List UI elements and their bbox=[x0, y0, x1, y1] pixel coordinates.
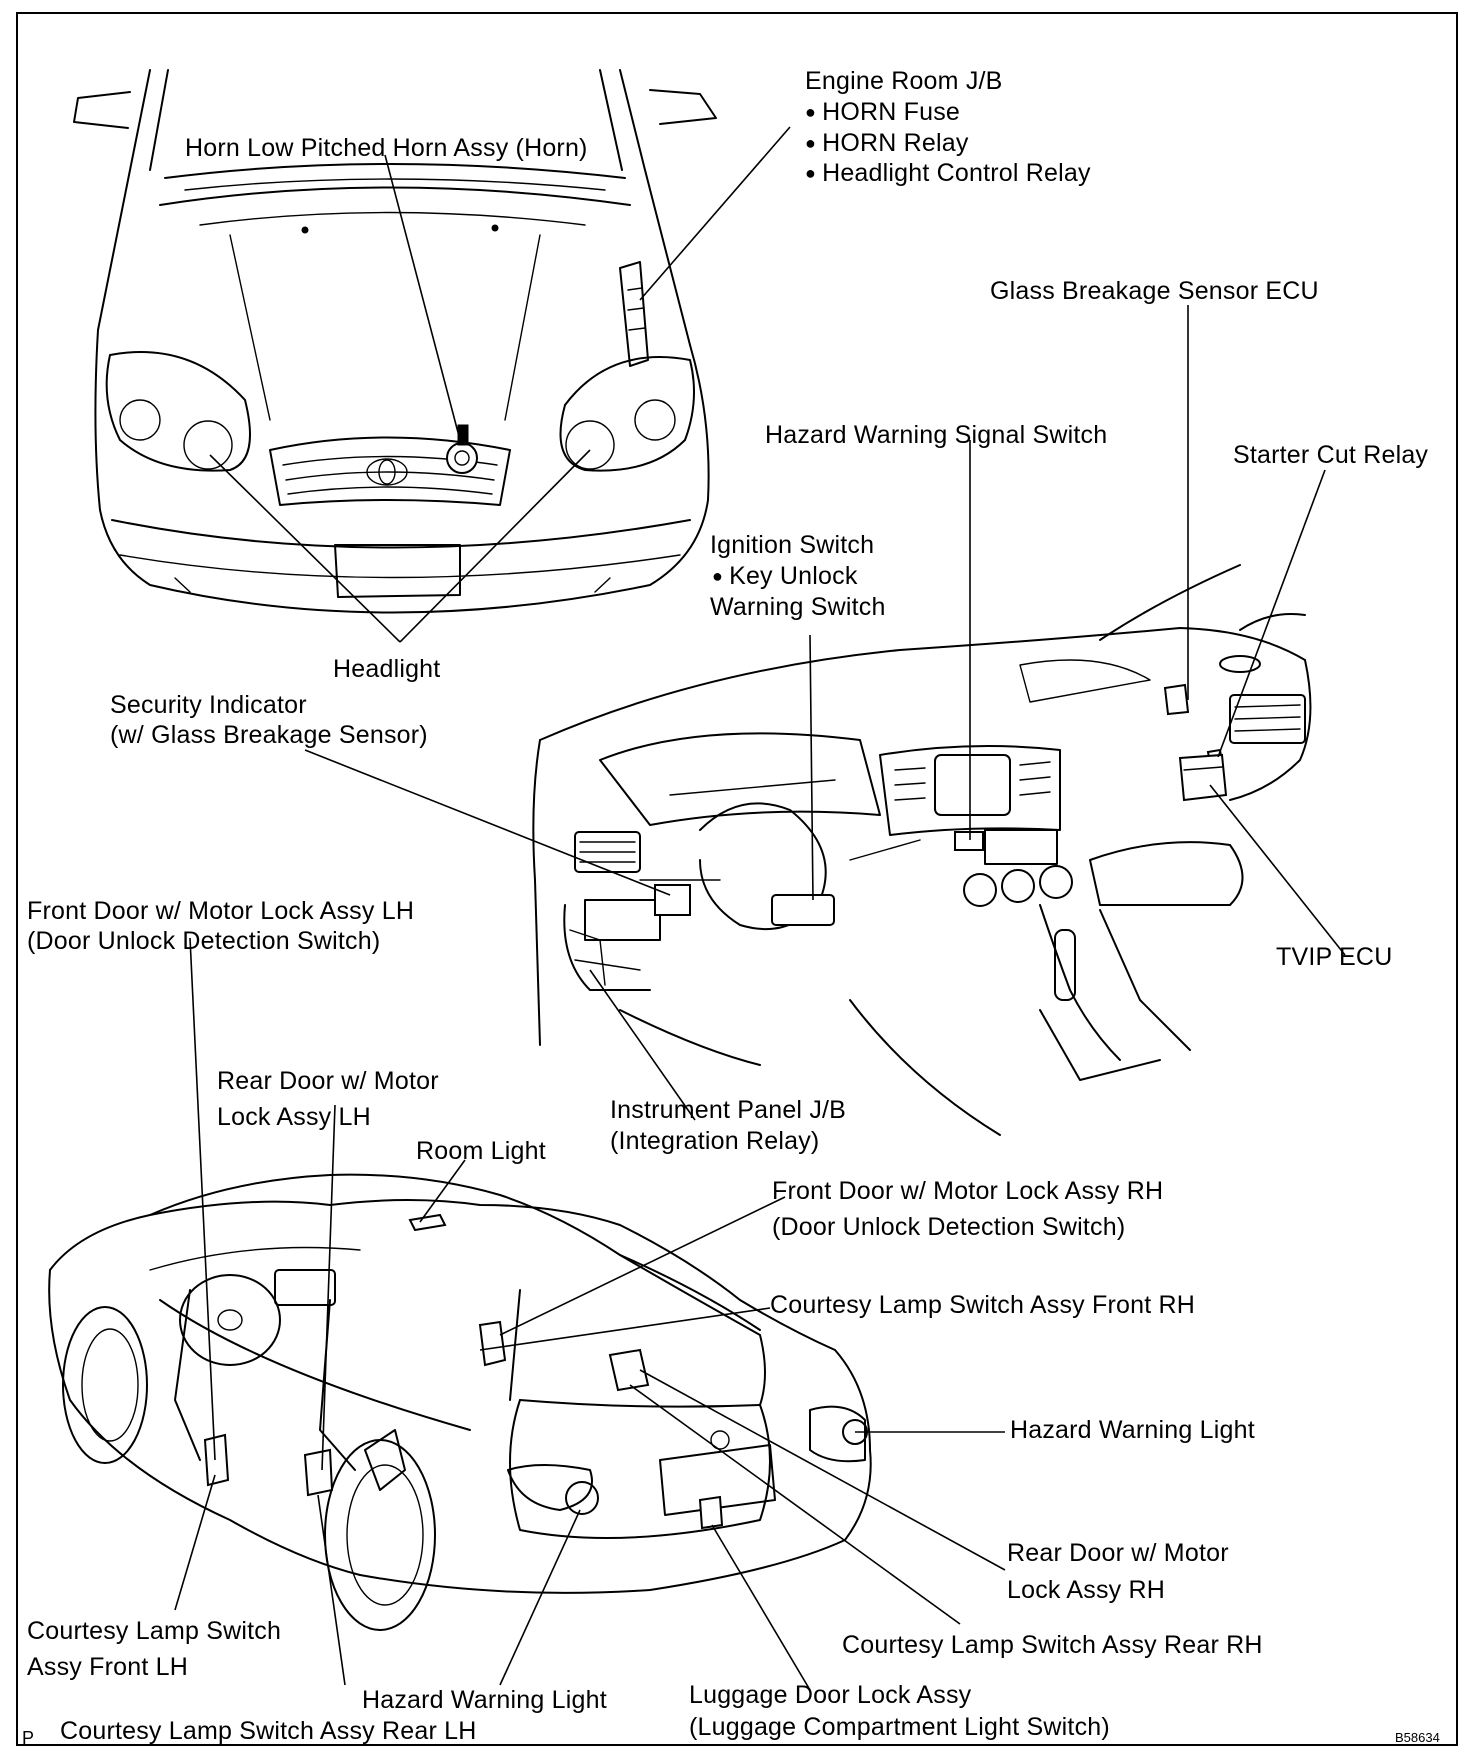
headlight-label: Headlight bbox=[333, 655, 441, 683]
instrument-panel-jb-sub-label: (Integration Relay) bbox=[610, 1127, 820, 1155]
hazard-warning-signal-switch-label: Hazard Warning Signal Switch bbox=[765, 421, 1108, 449]
luggage-door-lock-sub-label: (Luggage Compartment Light Switch) bbox=[689, 1713, 1110, 1741]
rear-door-rh-label: Rear Door w/ Motor bbox=[1007, 1539, 1229, 1567]
front-door-lh-sub-label: (Door Unlock Detection Switch) bbox=[27, 927, 381, 955]
front-door-lh-label: Front Door w/ Motor Lock Assy LH bbox=[27, 897, 415, 925]
luggage-door-lock-label: Luggage Door Lock Assy bbox=[689, 1681, 972, 1709]
horn-label: Horn Low Pitched Horn Assy (Horn) bbox=[185, 134, 588, 162]
car-front-view bbox=[73, 69, 717, 614]
horn-relay-label: HORN Relay bbox=[805, 128, 969, 160]
warning-switch-label: Warning Switch bbox=[710, 593, 886, 621]
car-rear-view bbox=[48, 1173, 872, 1631]
courtesy-front-rh-label: Courtesy Lamp Switch Assy Front RH bbox=[770, 1291, 1195, 1319]
ignition-switch-label: Ignition Switch bbox=[710, 531, 875, 559]
courtesy-rear-lh-label: Courtesy Lamp Switch Assy Rear LH bbox=[60, 1717, 477, 1745]
hazard-warning-light-rh-label: Hazard Warning Light bbox=[1010, 1416, 1255, 1444]
instrument-panel-view bbox=[532, 564, 1312, 1136]
rear-door-lh-sub-label: Lock Assy LH bbox=[217, 1103, 371, 1131]
security-indicator-label: Security Indicator bbox=[110, 691, 307, 719]
courtesy-front-lh-label: Courtesy Lamp Switch bbox=[27, 1617, 282, 1645]
rear-door-lh-label: Rear Door w/ Motor bbox=[217, 1067, 439, 1095]
room-light-label: Room Light bbox=[416, 1137, 546, 1165]
starter-cut-relay-label: Starter Cut Relay bbox=[1233, 441, 1429, 469]
courtesy-rear-rh-label: Courtesy Lamp Switch Assy Rear RH bbox=[842, 1631, 1263, 1659]
security-indicator-sub-label: (w/ Glass Breakage Sensor) bbox=[110, 721, 428, 749]
hazard-warning-light-rear-label: Hazard Warning Light bbox=[362, 1686, 607, 1714]
page-mark: P bbox=[22, 1728, 35, 1748]
instrument-panel-jb-label: Instrument Panel J/B bbox=[610, 1096, 847, 1124]
courtesy-front-lh-sub-label: Assy Front LH bbox=[27, 1653, 188, 1681]
diagram-frame bbox=[16, 12, 1458, 1746]
tvip-ecu-label: TVIP ECU bbox=[1276, 943, 1393, 971]
headlight-control-relay-label: Headlight Control Relay bbox=[805, 158, 1091, 190]
leader-lines bbox=[174, 126, 1346, 1691]
front-door-rh-sub-label: (Door Unlock Detection Switch) bbox=[772, 1213, 1126, 1241]
rear-door-rh-sub-label: Lock Assy RH bbox=[1007, 1576, 1166, 1604]
figure-code: B58634 bbox=[1395, 1730, 1440, 1745]
front-door-rh-label: Front Door w/ Motor Lock Assy RH bbox=[772, 1177, 1164, 1205]
glass-breakage-sensor-ecu-label: Glass Breakage Sensor ECU bbox=[990, 277, 1319, 305]
horn-fuse-label: HORN Fuse bbox=[805, 97, 960, 129]
engine-room-jb-label: Engine Room J/B bbox=[805, 67, 1003, 95]
key-unlock-label: Key Unlock bbox=[712, 561, 858, 593]
